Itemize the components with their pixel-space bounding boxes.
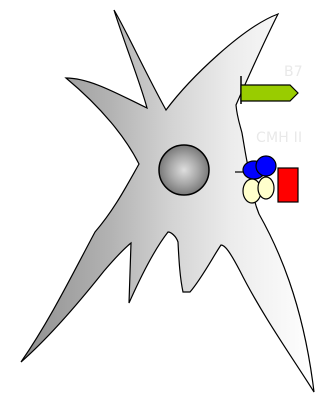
cmh-ii-label: CMH II <box>256 130 302 146</box>
nucleus <box>159 145 209 195</box>
cmh-yellow-domain-right <box>258 177 274 199</box>
cmh-blue-domain-right <box>256 156 276 176</box>
b7-label: B7 <box>284 64 303 80</box>
peptide-red-block <box>278 168 298 202</box>
b7-arrow-shape <box>241 85 298 101</box>
dendritic-cell-body <box>21 10 314 392</box>
